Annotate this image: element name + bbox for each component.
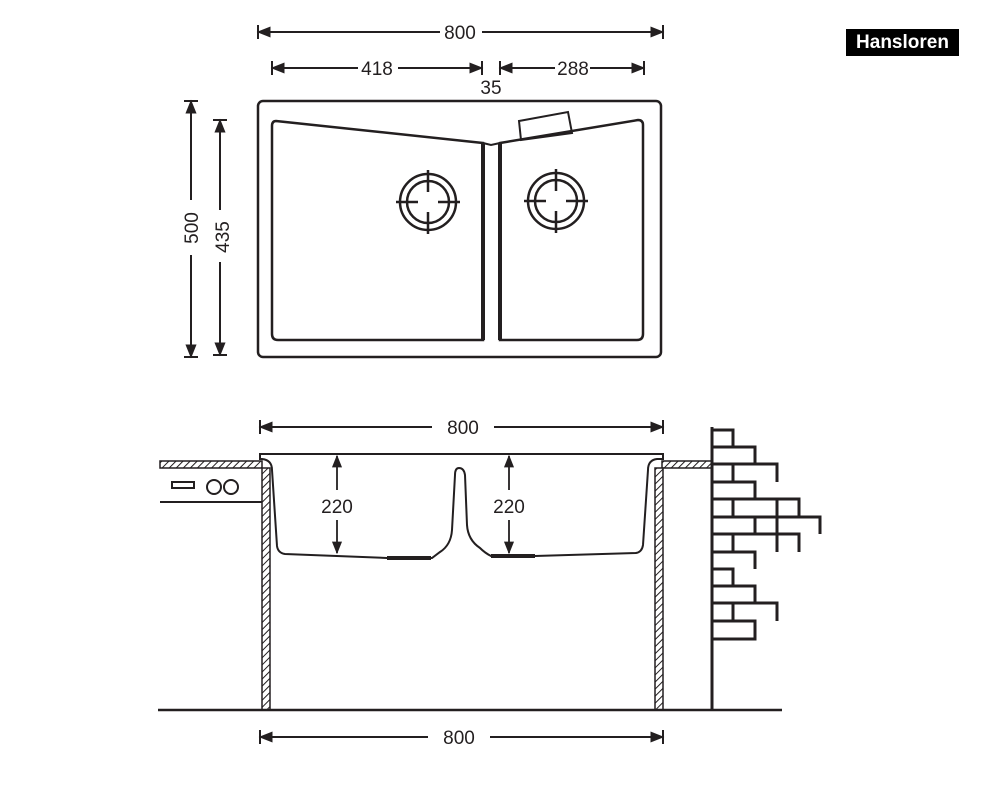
divider-width-label: 35 [480,78,501,99]
countertop-and-cabinet [158,460,782,712]
left-bowl-depth-label: 220 [321,497,353,518]
bowl-depth-label: 435 [213,221,234,253]
right-drain [491,554,535,558]
sink-side-profile [259,453,664,560]
dimension-right-bowl-width: 288 [498,59,646,80]
dimension-cabinet-width: 800 [258,728,665,749]
dimension-left-bowl-depth: 220 [321,454,353,555]
side-top-width-label: 800 [447,418,479,439]
sink-top-view [256,99,663,359]
brick-wall [710,427,822,710]
right-bowl-depth-label: 220 [493,497,525,518]
dimension-right-bowl-depth: 220 [493,454,525,555]
control-knob [206,479,222,495]
overflow-slot [517,110,574,142]
cabinet-width-label: 800 [443,728,475,749]
overall-width-label: 800 [444,23,476,44]
left-drain-icon [396,170,460,234]
dimension-side-top-width: 800 [258,418,665,439]
right-bowl-width-label: 288 [557,59,589,80]
dimension-bowl-depth: 435 [213,118,234,357]
left-drain [387,556,431,560]
left-bowl [270,119,485,342]
control-knob [223,479,239,495]
dimension-overall-depth: 500 [182,99,203,359]
left-bowl-width-label: 418 [361,59,393,80]
right-drain-icon [524,169,588,233]
dimension-overall-width: 800 [256,23,665,44]
brand-logo: Hansloren [846,29,959,56]
right-bowl [498,118,645,342]
overall-depth-label: 500 [182,212,203,244]
dimension-left-bowl-width: 418 [270,59,484,80]
control-panel-slot [171,481,195,489]
